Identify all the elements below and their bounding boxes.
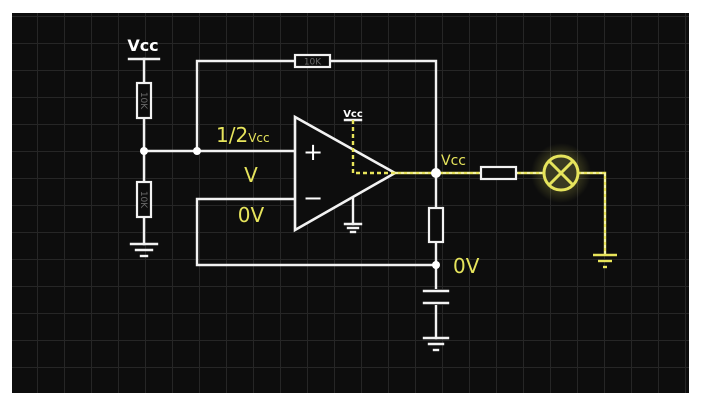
ground-icon [422,336,450,352]
lamp-icon[interactable] [531,143,591,203]
capacitor-voltage-label: 0V [453,254,480,278]
inverting-voltage-label: 0V [238,203,265,227]
resistor-icon [135,81,153,120]
ground-icon [129,242,159,258]
opamp-vcc-label: Vcc [343,109,363,120]
vcc-supply: Vcc [127,36,161,61]
opamp-icon[interactable]: + − [293,114,398,233]
output-shunt-resistor[interactable] [427,206,445,244]
ground-icon [593,253,617,269]
vcc-top-label: Vcc [127,36,158,55]
plus-sign: + [303,138,323,166]
schematic-canvas [12,13,689,393]
opamp-vcc-supply: Vcc [343,109,395,175]
output-current-flow [395,172,606,255]
resistor-icon [135,180,153,219]
capacitor-icon[interactable] [422,289,450,305]
resistor-icon [479,165,518,181]
resistor-value: 10K [138,92,148,110]
resistor-icon [293,53,332,69]
resistor-value: 10K [304,58,322,68]
resistor-icon [427,206,445,244]
inverting-input-wire [195,197,438,267]
opamp-internal-path [351,120,395,175]
minus-sign: − [303,184,323,212]
resistor-value: 10K [138,191,148,209]
capacitor-node [432,261,440,269]
divider-top-resistor[interactable]: 10K [135,81,153,120]
output-node [431,168,441,178]
noninverting-voltage-label: 1/2Vcc [216,123,270,147]
feedback-resistor[interactable]: 10K [293,53,332,69]
ground-icon [343,222,363,234]
output-series-resistor[interactable] [479,165,518,181]
divider-bottom-resistor[interactable]: 10K [135,180,153,219]
junction-node [140,147,148,155]
output-voltage-label: Vcc [441,153,466,169]
junction-node [193,147,201,155]
differential-voltage-label: V [244,163,258,187]
